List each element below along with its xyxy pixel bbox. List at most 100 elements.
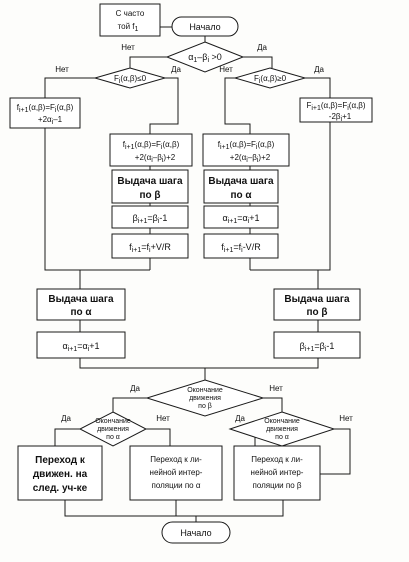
process-line-3: след. уч-ке xyxy=(33,483,88,494)
connector-yes xyxy=(54,428,80,446)
connector-no xyxy=(224,77,251,134)
process-label: αi+1=αi+1 xyxy=(62,341,99,353)
decision-left: Fi(α,β)≤0 Нет Да xyxy=(55,65,181,89)
start-shape xyxy=(171,16,239,37)
decision-end-motion-beta: Окончание движения по β Да Нет xyxy=(130,379,283,417)
process-far-right: Fi+1(α,β)=Fi(α,β) -2βi+1 xyxy=(299,97,373,123)
output-line-1: Выдача шага xyxy=(117,176,183,187)
connector-no xyxy=(146,428,171,446)
process-box xyxy=(129,445,223,501)
connector-merge xyxy=(64,500,284,517)
process-line-1: Переход к xyxy=(35,455,86,466)
decision-line-3: по α xyxy=(106,434,120,441)
process-box xyxy=(109,133,193,167)
decision-end-motion-alpha-right: Окончание движения по α Да Нет xyxy=(228,411,353,447)
process-goto-linear-beta: Переход к ли- нейной интер- поляции по β xyxy=(233,445,321,501)
output-step-alpha: Выдача шага по α xyxy=(203,169,279,204)
process-label: βi+1=βi-1 xyxy=(300,341,335,353)
process-box xyxy=(36,331,126,359)
process-box xyxy=(273,331,361,359)
process-line-3: поляции по α xyxy=(152,481,201,490)
edge-label-yes: Да xyxy=(171,65,181,74)
process-box xyxy=(111,233,189,259)
process-line-2: нейной интер- xyxy=(150,468,203,477)
output-line-1: Выдача шага xyxy=(48,294,114,305)
output-right-beta: Выдача шага по β xyxy=(273,288,361,321)
top-note: С часто той f1 xyxy=(99,3,161,37)
process-label: αi+1=αi+1 xyxy=(222,213,259,225)
edge-label-no: Нет xyxy=(156,414,170,423)
process-line-2: нейной интер- xyxy=(251,468,304,477)
process-box xyxy=(17,445,103,501)
process-line-1: Переход к ли- xyxy=(150,455,202,464)
process-line-2: +2(αi–βi)+2 xyxy=(230,153,271,164)
start-label: Начало xyxy=(189,22,220,32)
decision-shape xyxy=(93,67,167,89)
process-box xyxy=(111,169,189,204)
decision-line-3: по β xyxy=(198,403,212,410)
process-label: βi+1=βi-1 xyxy=(133,213,168,225)
process-box xyxy=(233,445,321,501)
connector-merge xyxy=(317,122,331,289)
output-line-1: Выдача шага xyxy=(208,176,274,187)
edge-label-yes: Да xyxy=(61,414,71,423)
edge-label-no: Нет xyxy=(339,414,353,423)
process-label: fi+1=fi+V/R xyxy=(129,242,171,254)
note-line-2: той f1 xyxy=(118,22,139,33)
connector-yes xyxy=(243,56,273,68)
connector-no xyxy=(320,428,351,475)
process-line-1: Переход к ли- xyxy=(251,455,303,464)
decision-line-2: движения xyxy=(189,395,221,402)
end-label: Начало xyxy=(180,528,211,538)
process-feed-minus: fi+1=fi-V/R xyxy=(203,233,279,259)
connector-no xyxy=(44,77,95,98)
decision-top-label: α1–βi >0 xyxy=(188,52,222,64)
edge-label-no: Нет xyxy=(121,43,135,52)
process-line-1: fi+1(α,β)=Fi(α,β) xyxy=(123,140,180,151)
process-mid-right-formula: fi+1(α,β)=Fi(α,β) +2(αi–βi)+2 xyxy=(202,133,290,167)
connector-merge xyxy=(44,128,81,289)
process-line-1: fi+1(α,β)=Fi(α,β) xyxy=(218,140,275,151)
end-shape xyxy=(161,521,231,544)
connector-yes xyxy=(149,77,179,134)
end-terminal: Начало xyxy=(161,521,231,544)
process-beta-decrement-right: βi+1=βi-1 xyxy=(273,331,361,359)
edge-label-no: Нет xyxy=(55,65,69,74)
output-line-2: по α xyxy=(70,307,92,318)
process-box xyxy=(36,288,126,321)
decision-line-1: Окончание xyxy=(187,387,223,394)
process-goto-linear-alpha: Переход к ли- нейной интер- поляции по α xyxy=(129,445,223,501)
edge-label-yes: Да xyxy=(314,65,324,74)
process-goto-next-segment: Переход к движен. на след. уч-ке xyxy=(17,445,103,501)
process-feed-plus: fi+1=fi+V/R xyxy=(111,233,189,259)
process-far-left: fi+1(α,β)=Fi(α,β) +2αi–1 xyxy=(9,97,81,129)
process-box xyxy=(111,205,189,229)
decision-shape xyxy=(233,67,307,89)
connector-yes xyxy=(305,77,331,98)
process-box xyxy=(203,233,279,259)
output-step-beta: Выдача шага по β xyxy=(111,169,189,204)
process-box xyxy=(9,97,81,129)
note-line-1: С часто xyxy=(116,9,145,18)
process-alpha-increment-mid: αi+1=αi+1 xyxy=(203,205,279,229)
process-line-1: fi+1(α,β)=Fi(α,β) xyxy=(17,103,74,114)
decision-left-label: Fi(α,β)≤0 xyxy=(114,74,147,85)
decision-line-3: по α xyxy=(275,434,289,441)
decision-line-2: движения xyxy=(266,426,298,433)
output-line-2: по β xyxy=(306,307,327,318)
process-box xyxy=(203,169,279,204)
decision-end-motion-alpha-left: Окончание движения по α Да Нет xyxy=(61,411,170,447)
connector-no xyxy=(129,56,167,68)
process-line-3: поляции по β xyxy=(253,481,302,490)
process-box xyxy=(203,205,279,229)
decision-shape xyxy=(78,411,148,447)
process-line-2: +2(αi–βi)+2 xyxy=(135,153,176,164)
edge-label-no: Нет xyxy=(219,65,233,74)
output-line-1: Выдача шага xyxy=(284,294,350,305)
note-box xyxy=(99,3,161,37)
process-line-2: +2αi–1 xyxy=(38,115,63,126)
decision-shape xyxy=(145,379,265,417)
edge-label-yes: Да xyxy=(235,414,245,423)
